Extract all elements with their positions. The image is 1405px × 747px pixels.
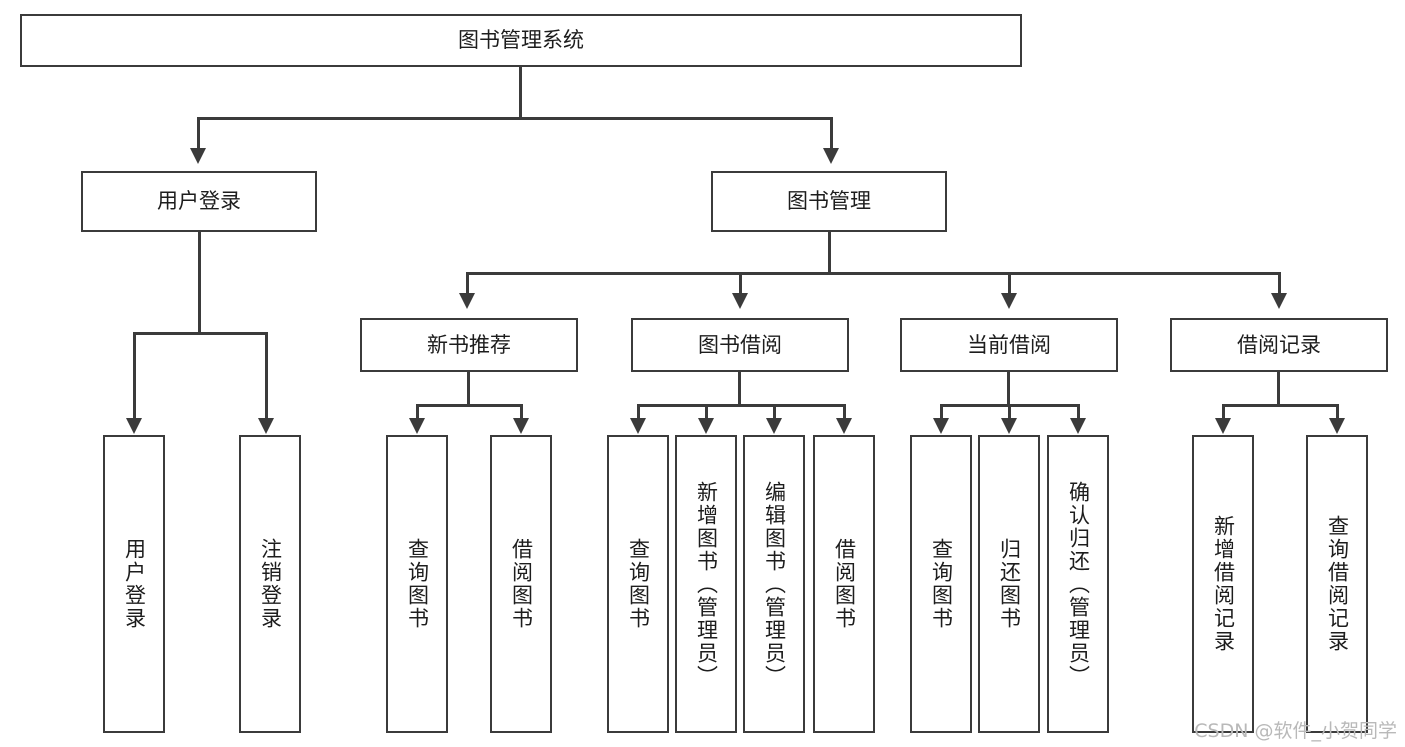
node-leaf-query-book-1[interactable]: 查询图书: [386, 435, 448, 733]
arrow-nbr-to-leaf-1: [409, 418, 425, 434]
connector-root-to-book-manage: [830, 117, 833, 150]
arrow-cb-to-leaf-3: [1070, 418, 1086, 434]
arrow-bb-to-leaf-4: [836, 418, 852, 434]
arrow-bb-to-leaf-3: [766, 418, 782, 434]
node-leaf-edit-book[interactable]: 编辑图书（管理员）: [743, 435, 805, 733]
csdn-watermark: CSDN @软件_小贺同学: [1194, 720, 1397, 742]
node-leaf-add-book[interactable]: 新增图书（管理员）: [675, 435, 737, 733]
node-label: 查询图书: [626, 538, 651, 630]
connector-user-login-to-leaf-1: [133, 332, 136, 420]
node-label: 确认归还（管理员）: [1066, 480, 1091, 688]
arrow-to-borrow-record: [1271, 293, 1287, 309]
connector-nbr-to-leaf-2: [520, 404, 523, 420]
node-label: 当前借阅: [967, 332, 1051, 357]
node-label: 注销登录: [258, 538, 283, 630]
node-leaf-query-record[interactable]: 查询借阅记录: [1306, 435, 1368, 733]
connector-new-book-recommend-stem: [467, 372, 470, 406]
arrow-cb-to-leaf-2: [1001, 418, 1017, 434]
node-label: 借阅图书: [832, 538, 857, 630]
node-leaf-add-record[interactable]: 新增借阅记录: [1192, 435, 1254, 733]
connector-book-manage-stem: [828, 232, 831, 274]
node-label: 查询图书: [929, 538, 954, 630]
node-borrow-record[interactable]: 借阅记录: [1170, 318, 1388, 372]
connector-cb-to-leaf-3: [1077, 404, 1080, 420]
node-leaf-borrow-book-1[interactable]: 借阅图书: [490, 435, 552, 733]
node-root-book-management-system[interactable]: 图书管理系统: [20, 14, 1022, 67]
node-leaf-return-book[interactable]: 归还图书: [978, 435, 1040, 733]
arrow-br-to-leaf-1: [1215, 418, 1231, 434]
connector-br-to-leaf-1: [1222, 404, 1225, 420]
connector-to-new-book-recommend: [466, 272, 469, 295]
connector-root-stem: [519, 67, 522, 117]
connector-bb-to-leaf-3: [773, 404, 776, 420]
node-leaf-logout-login[interactable]: 注销登录: [239, 435, 301, 733]
node-label: 新增借阅记录: [1211, 515, 1236, 653]
connector-user-login-to-leaf-2: [265, 332, 268, 420]
node-label: 新增图书（管理员）: [694, 480, 719, 688]
connector-to-current-borrow: [1008, 272, 1011, 295]
connector-bb-to-leaf-1: [637, 404, 640, 420]
arrow-to-book-borrow: [732, 293, 748, 309]
connector-to-borrow-record: [1278, 272, 1281, 295]
connector-to-book-borrow: [739, 272, 742, 295]
node-label: 新书推荐: [427, 332, 511, 357]
arrow-user-login-to-leaf-2: [258, 418, 274, 434]
connector-nbr-to-leaf-1: [416, 404, 419, 420]
arrow-root-to-user-login: [190, 148, 206, 164]
node-book-manage[interactable]: 图书管理: [711, 171, 947, 232]
node-leaf-borrow-book-2[interactable]: 借阅图书: [813, 435, 875, 733]
node-label: 图书管理: [787, 189, 871, 214]
node-label: 图书管理系统: [458, 28, 584, 53]
node-label: 编辑图书（管理员）: [762, 480, 787, 688]
node-label: 查询借阅记录: [1325, 515, 1350, 653]
arrow-to-new-book-recommend: [459, 293, 475, 309]
arrow-bb-to-leaf-1: [630, 418, 646, 434]
node-label: 借阅图书: [509, 538, 534, 630]
node-leaf-user-login[interactable]: 用户登录: [103, 435, 165, 733]
connector-current-borrow-stem: [1007, 372, 1010, 406]
connector-book-borrow-stem: [738, 372, 741, 406]
node-book-borrow[interactable]: 图书借阅: [631, 318, 849, 372]
connector-bb-to-leaf-2: [705, 404, 708, 420]
arrow-cb-to-leaf-1: [933, 418, 949, 434]
connector-br-to-leaf-2: [1336, 404, 1339, 420]
node-label: 查询图书: [405, 538, 430, 630]
arrow-user-login-to-leaf-1: [126, 418, 142, 434]
connector-user-login-bus: [133, 332, 267, 335]
node-new-book-recommend[interactable]: 新书推荐: [360, 318, 578, 372]
node-user-login[interactable]: 用户登录: [81, 171, 317, 232]
arrow-to-current-borrow: [1001, 293, 1017, 309]
connector-new-book-recommend-bus: [416, 404, 523, 407]
node-label: 用户登录: [122, 538, 147, 630]
connector-user-login-stem: [198, 232, 201, 334]
connector-cb-to-leaf-1: [940, 404, 943, 420]
connector-root-bus: [197, 117, 833, 120]
node-leaf-query-book-2[interactable]: 查询图书: [607, 435, 669, 733]
arrow-nbr-to-leaf-2: [513, 418, 529, 434]
arrow-bb-to-leaf-2: [698, 418, 714, 434]
connector-book-manage-bus: [466, 272, 1281, 275]
arrow-br-to-leaf-2: [1329, 418, 1345, 434]
node-current-borrow[interactable]: 当前借阅: [900, 318, 1118, 372]
node-label: 归还图书: [997, 538, 1022, 630]
node-label: 图书借阅: [698, 332, 782, 357]
node-label: 用户登录: [157, 189, 241, 214]
node-leaf-query-book-3[interactable]: 查询图书: [910, 435, 972, 733]
connector-borrow-record-bus: [1222, 404, 1339, 407]
connector-borrow-record-stem: [1277, 372, 1280, 406]
connector-book-borrow-bus: [637, 404, 846, 407]
node-leaf-confirm-return[interactable]: 确认归还（管理员）: [1047, 435, 1109, 733]
connector-cb-to-leaf-2: [1008, 404, 1011, 420]
connector-bb-to-leaf-4: [843, 404, 846, 420]
connector-root-to-user-login: [197, 117, 200, 150]
node-label: 借阅记录: [1237, 332, 1321, 357]
arrow-root-to-book-manage: [823, 148, 839, 164]
